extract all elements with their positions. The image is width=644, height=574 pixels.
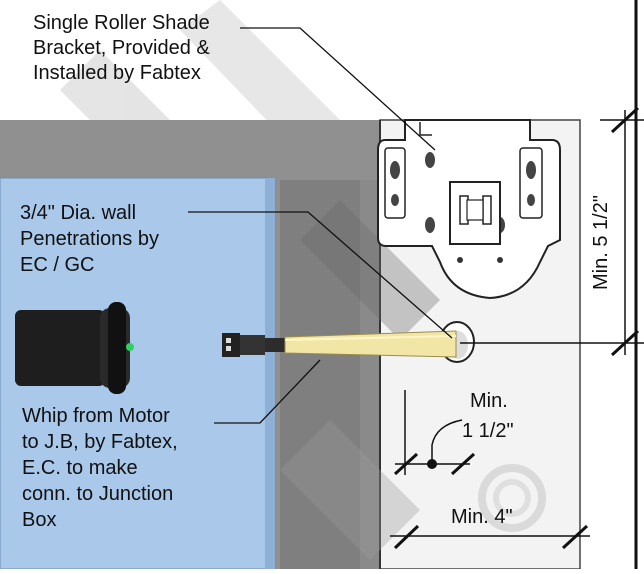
callout-penetration-line1: 3/4" Dia. wall — [20, 202, 136, 224]
dimension-vertical — [460, 106, 644, 357]
callout-bracket-line1: Single Roller Shade — [33, 12, 210, 34]
callout-whip-line4: conn. to Junction — [22, 483, 173, 505]
callout-bracket-line3: Installed by Fabtex — [33, 62, 201, 84]
callout-penetration-line3: EC / GC — [20, 254, 94, 276]
callout-penetration: 3/4" Dia. wall Penetrations by EC / GC — [20, 202, 159, 276]
roller-shade-motor-icon — [15, 302, 285, 394]
callout-whip-line3: E.C. to make — [22, 457, 138, 479]
dimension-offset — [393, 390, 476, 476]
callout-bracket-line2: Bracket, Provided & — [33, 37, 210, 59]
callout-penetration-line2: Penetrations by — [20, 228, 159, 250]
dimension-offset-point — [427, 459, 437, 469]
callout-bracket: Single Roller Shade Bracket, Provided & … — [33, 12, 210, 84]
leader-lines — [188, 27, 453, 424]
dimension-horizontal-label: Min. 4" — [451, 506, 513, 528]
callout-whip-line2: to J.B, by Fabtex, — [22, 431, 178, 453]
callout-whip: Whip from Motor to J.B, by Fabtex, E.C. … — [22, 405, 178, 531]
callout-whip-line1: Whip from Motor — [22, 405, 170, 427]
dimension-offset-line2: 1 1/2" — [462, 420, 514, 442]
roller-shade-bracket-icon — [377, 119, 561, 300]
callout-whip-line5: Box — [22, 509, 56, 531]
watermark-icon — [478, 464, 546, 532]
dimension-horizontal — [390, 524, 590, 550]
motor-status-led — [126, 343, 134, 351]
whip-cable — [284, 330, 457, 358]
dimension-offset-line1: Min. — [470, 390, 508, 412]
dimension-vertical-label: Min. 5 1/2" — [590, 195, 612, 290]
